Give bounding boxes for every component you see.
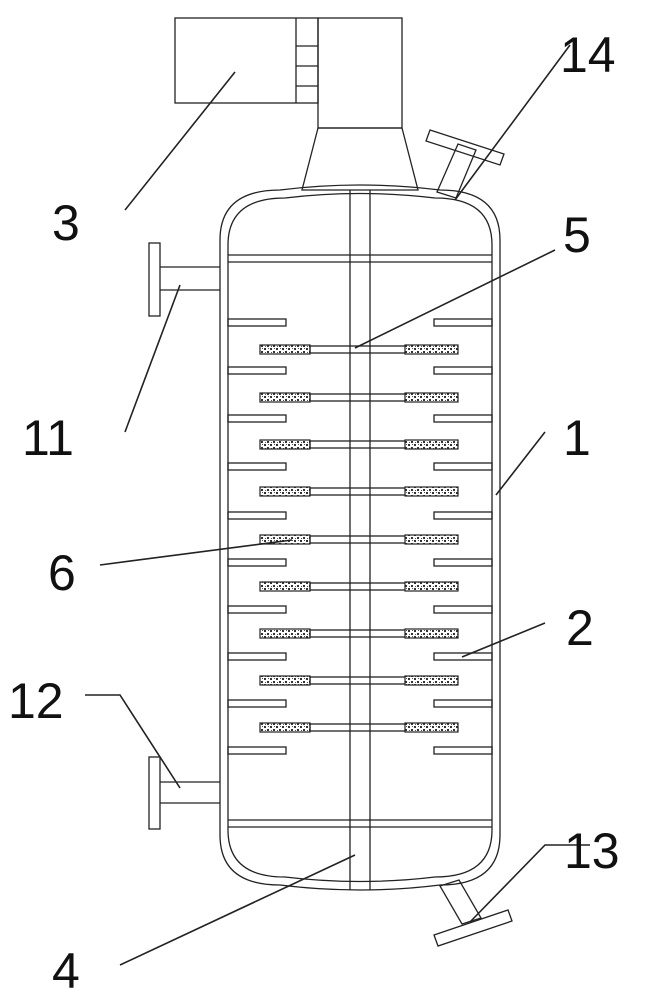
- label-2: 2: [566, 600, 594, 656]
- stirring-arm: [259, 486, 459, 497]
- stirring-arm: [259, 581, 459, 592]
- stirring-arm: [259, 392, 459, 403]
- stirring-arm: [259, 675, 459, 686]
- baffles-right: [433, 318, 493, 755]
- stirring-shaft: [349, 190, 371, 890]
- label-13: 13: [564, 823, 620, 879]
- baffles-left: [227, 318, 287, 755]
- discharge-pipe: [433, 879, 513, 947]
- label-14: 14: [560, 27, 616, 83]
- label-6: 6: [48, 545, 76, 601]
- vessel-shell: [219, 184, 501, 891]
- stirring-arms: [259, 344, 459, 733]
- label-12: 12: [8, 673, 64, 729]
- stirring-arm: [259, 534, 459, 545]
- leader-lines: [85, 44, 590, 966]
- label-3: 3: [52, 195, 80, 251]
- feed-pipe: [425, 129, 505, 199]
- stirring-arm: [259, 344, 459, 355]
- stirring-arm: [259, 439, 459, 450]
- label-11: 11: [22, 410, 74, 466]
- outlet-pipe: [148, 756, 220, 830]
- reducer-funnel: [301, 127, 419, 191]
- label-5: 5: [563, 207, 591, 263]
- label-1: 1: [563, 410, 591, 466]
- motor-box: [174, 17, 403, 129]
- stirring-arm: [259, 722, 459, 733]
- label-4: 4: [52, 943, 80, 999]
- stirring-arm: [259, 628, 459, 639]
- inlet-pipe: [148, 242, 220, 317]
